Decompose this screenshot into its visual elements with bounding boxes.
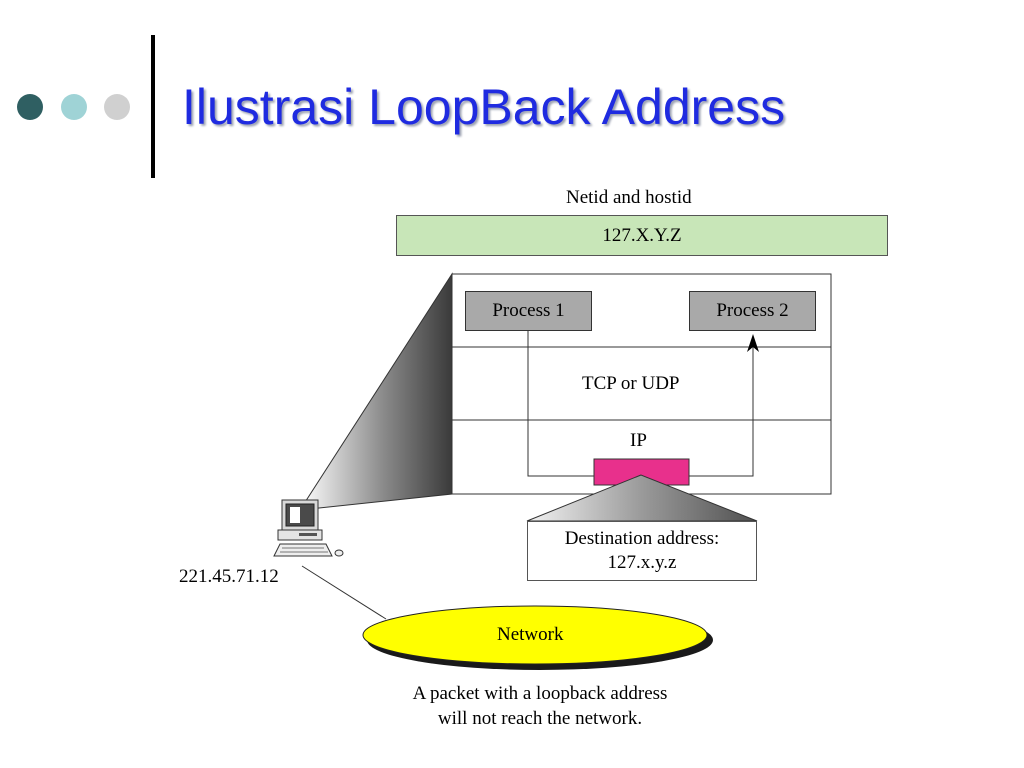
transport-layer-label: TCP or UDP xyxy=(582,373,680,394)
process-2-box: Process 2 xyxy=(689,291,816,331)
host-ip-label: 221.45.71.12 xyxy=(179,566,279,587)
computer-icon xyxy=(273,499,344,557)
loopback-address-value: 127.X.Y.Z xyxy=(602,224,682,246)
network-layer-label: IP xyxy=(630,430,647,451)
loopback-address-bar: 127.X.Y.Z xyxy=(396,215,888,256)
arrow-head-icon xyxy=(747,334,759,352)
slide-title: Ilustrasi LoopBack Address xyxy=(182,79,786,135)
caption-line-2: will not reach the network. xyxy=(437,708,643,729)
bullet-dot-teal xyxy=(61,94,87,120)
caption-line-1: A packet with a loopback address xyxy=(412,683,668,704)
process-1-box: Process 1 xyxy=(465,291,592,331)
process-2-label: Process 2 xyxy=(716,300,789,321)
process-1-label: Process 1 xyxy=(492,300,565,321)
zoom-beam xyxy=(299,272,453,511)
title-divider xyxy=(151,35,155,178)
caption: A packet with a loopback address will no… xyxy=(340,681,740,731)
destination-address-label: Destination address: xyxy=(564,528,720,549)
network-label: Network xyxy=(497,624,564,645)
netid-hostid-label: Netid and hostid xyxy=(566,187,692,208)
bullet-dot-gray xyxy=(104,94,130,120)
network-ellipse xyxy=(362,605,708,665)
network-cable xyxy=(301,565,387,620)
destination-address-value: 127.x.y.z xyxy=(607,552,677,573)
destination-address-box: Destination address: 127.x.y.z xyxy=(527,521,757,581)
bullet-dot-dark xyxy=(17,94,43,120)
